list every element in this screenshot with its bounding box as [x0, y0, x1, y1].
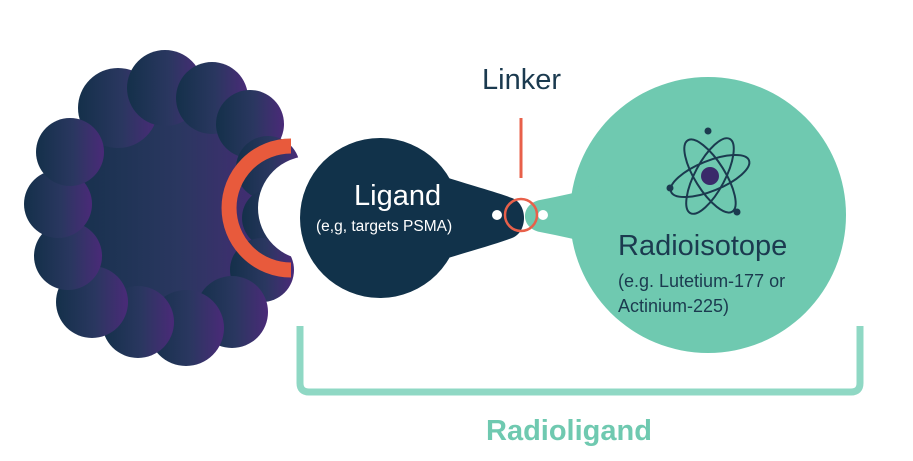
radioligand-bracket	[296, 326, 864, 396]
cancer-cell-shape	[24, 50, 302, 366]
radioisotope-connector-hole	[538, 210, 548, 220]
radioisotope-shape	[525, 77, 846, 353]
ligand-title: Ligand	[354, 180, 442, 212]
radioisotope-subtitle-line2: Actinium-225)	[618, 296, 730, 316]
linker-label: Linker	[482, 64, 561, 96]
ligand-shape	[300, 138, 524, 298]
ligand-subtitle: (e,g, targets PSMA)	[316, 218, 453, 235]
psma-receptor-arc	[221, 138, 292, 278]
atom-icon	[666, 127, 751, 216]
radioisotope-subtitle-line1: (e.g. Lutetium-177 or	[618, 271, 786, 291]
ligand-connector-hole	[492, 210, 502, 220]
radioligand-label: Radioligand	[486, 415, 652, 447]
radioisotope-title: Radioisotope	[618, 230, 788, 262]
linker-ring	[503, 197, 539, 233]
